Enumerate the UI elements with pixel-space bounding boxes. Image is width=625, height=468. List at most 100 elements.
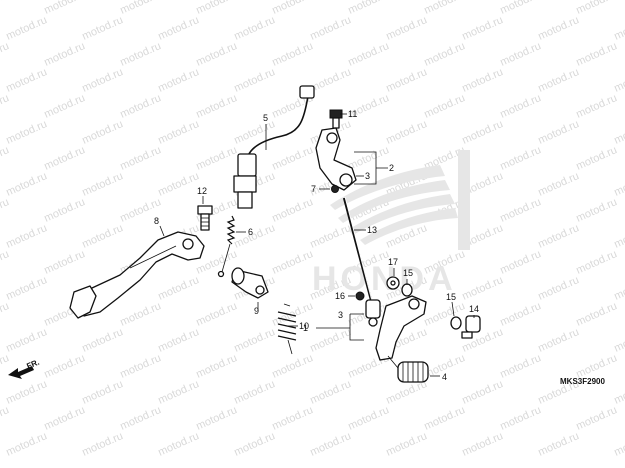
watermark-text: motod.ru (156, 378, 201, 407)
watermark-text: motod.ru (156, 14, 201, 43)
watermark-text: motod.ru (232, 326, 277, 355)
watermark-text: motod.ru (4, 430, 49, 459)
callout-11: 11 (348, 109, 357, 119)
watermark-text: motod.ru (612, 274, 625, 303)
watermark-text: motod.ru (118, 404, 163, 433)
callouts: 1 2 3 3 4 5 6 7 8 9 10 11 12 13 14 15 15… (154, 109, 479, 382)
bolt-part-14 (461, 315, 481, 339)
watermark-text: motod.ru (270, 352, 315, 381)
watermark-text: motod.ru (308, 430, 353, 459)
watermark-text: motod.ru (4, 66, 49, 95)
watermark-text: motod.ru (4, 326, 49, 355)
nut-part-16 (355, 291, 365, 301)
watermark-text: motod.ru (270, 40, 315, 69)
watermark-text: motod.ru (232, 66, 277, 95)
watermark-text: motod.ru (42, 0, 87, 17)
watermark-text: motod.ru (80, 170, 125, 199)
watermark-text: motod.ru (80, 14, 125, 43)
direction-label: FR. (25, 358, 40, 371)
watermark-text: motod.ru (0, 404, 11, 433)
callout-7: 7 (311, 184, 316, 194)
svg-text:HONDA: HONDA (312, 260, 457, 298)
watermark-text: motod.ru (232, 14, 277, 43)
watermark-text: motod.ru (194, 404, 239, 433)
watermark-text: motod.ru (4, 222, 49, 251)
watermark-text: motod.ru (384, 430, 429, 459)
watermark-text: motod.ru (536, 274, 581, 303)
watermark-text: motod.ru (346, 40, 391, 69)
watermark-text: motod.ru (498, 144, 543, 173)
watermark-text: motod.ru (422, 404, 467, 433)
watermark-text: motod.ru (80, 222, 125, 251)
washer-part-15-upper (401, 283, 413, 297)
watermark-text: motod.ru (270, 144, 315, 173)
watermark-text: motod.ru (612, 222, 625, 251)
watermark-text: motod.ru (118, 0, 163, 17)
watermark-text: motod.ru (0, 196, 11, 225)
watermark-text: motod.ru (0, 0, 11, 17)
watermark-text: motod.ru (42, 92, 87, 121)
leader-lines (159, 113, 475, 377)
watermark-text: motod.ru (156, 274, 201, 303)
watermark-text: motod.ru (612, 118, 625, 147)
watermark-text: motod.ru (80, 66, 125, 95)
washer-part-17 (386, 276, 400, 290)
watermark-text: motod.ru (384, 14, 429, 43)
watermark-text: motod.ru (308, 222, 353, 251)
diagram-code: MKS3F2900 (560, 377, 605, 386)
shift-rod-part-13 (342, 196, 374, 306)
callout-16: 16 (335, 291, 345, 301)
watermark-text: motod.ru (118, 352, 163, 381)
watermark-text: motod.ru (194, 40, 239, 69)
watermark-text: motod.ru (42, 144, 87, 173)
gearshift-pedal-part-4 (375, 295, 429, 383)
watermark-text: motod.ru (194, 144, 239, 173)
watermark-text: motod.ru (308, 14, 353, 43)
watermark-text: motod.ru (422, 92, 467, 121)
watermark-text: motod.ru (270, 196, 315, 225)
watermark-text: motod.ru (574, 144, 619, 173)
callout-8: 8 (154, 216, 159, 226)
watermark-text: motod.ru (42, 352, 87, 381)
watermark-text: motod.ru (612, 378, 625, 407)
callout-5: 5 (263, 113, 268, 123)
watermark-text: motod.ru (460, 274, 505, 303)
watermark-text: motod.ru (422, 0, 467, 17)
watermark-text: motod.ru (536, 326, 581, 355)
watermark-text: motod.ru (232, 118, 277, 147)
watermark-text: motod.ru (42, 248, 87, 277)
callout-17: 17 (388, 257, 398, 267)
callout-14: 14 (469, 304, 479, 314)
watermark-text: motod.ru (118, 92, 163, 121)
watermark-text: motod.ru (42, 40, 87, 69)
callout-6: 6 (248, 227, 253, 237)
callout-15-lower: 15 (446, 292, 456, 302)
watermark-text: motod.ru (4, 378, 49, 407)
watermark-text: motod.ru (0, 300, 11, 329)
callout-2: 2 (389, 163, 394, 173)
watermark-text: motod.ru (460, 66, 505, 95)
watermark-text: motod.ru (498, 92, 543, 121)
watermark-text: motod.ru (4, 170, 49, 199)
watermark-text: motod.ru (460, 14, 505, 43)
watermark-text: motod.ru (4, 14, 49, 43)
pivot-bolt-part-12 (197, 205, 213, 231)
callout-4: 4 (442, 372, 447, 382)
watermark-text: motod.ru (156, 118, 201, 147)
watermark-text: motod.ru (574, 248, 619, 277)
watermark-text: motod.ru (612, 326, 625, 355)
front-direction-indicator: FR. (8, 358, 41, 379)
callout-10: 10 (299, 321, 309, 331)
callout-13: 13 (367, 225, 377, 235)
watermark-text: motod.ru (346, 404, 391, 433)
callout-3-upper: 3 (365, 171, 370, 181)
watermark-text: motod.ru (498, 248, 543, 277)
watermark-text: motod.ru (0, 92, 11, 121)
watermark-text: motod.ru (232, 430, 277, 459)
watermark-text: motod.ru (574, 404, 619, 433)
watermark-text: motod.ru (574, 0, 619, 17)
watermark-text: motod.ru (422, 40, 467, 69)
watermark-text: motod.ru (536, 118, 581, 147)
